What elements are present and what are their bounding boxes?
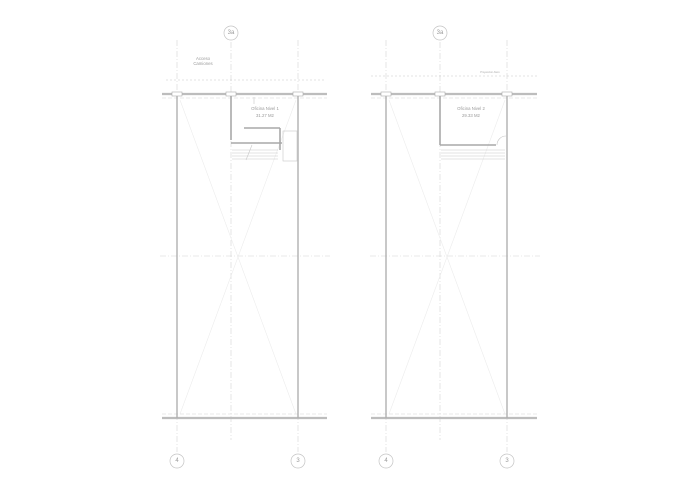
grid-bubble-3: 3 [290, 453, 306, 469]
svg-text:3: 3 [505, 458, 509, 464]
column-cap [171, 91, 183, 97]
access-label: Acceso [196, 56, 211, 61]
svg-text:4: 4 [384, 458, 388, 464]
room-area: 29.33 M2 [462, 113, 481, 118]
grid-bubble-3a: 3a [432, 25, 448, 41]
room-name: Oficina Nivel 1 [251, 106, 279, 111]
plan-level-2: Proyeccion Alero Oficina Nivel 2 29.33 M… [370, 25, 540, 469]
grid-bubble-3a: 3a [223, 25, 239, 41]
room-name: Oficina Nivel 2 [457, 106, 485, 111]
grid-bubble-4: 4 [169, 453, 185, 469]
svg-text:3: 3 [296, 458, 300, 464]
svg-text:3a: 3a [228, 30, 235, 36]
room-area: 31.27 M2 [256, 113, 275, 118]
grid-bubble-3: 3 [499, 453, 515, 469]
access-label-2: Camiones [193, 61, 212, 66]
plan-level-1: Acceso Camiones Oficina Nivel 1 31.27 M2… [160, 25, 330, 469]
grid-bubble-4: 4 [378, 453, 394, 469]
projection-label: Proyeccion Alero [480, 70, 500, 74]
svg-text:4: 4 [175, 458, 179, 464]
svg-text:3a: 3a [437, 30, 444, 36]
